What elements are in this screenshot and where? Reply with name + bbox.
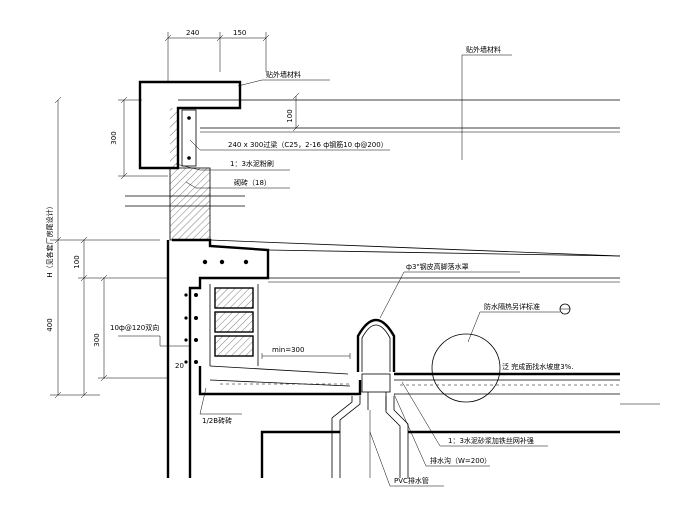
label-finish-top: 贴外墙材料 <box>466 45 501 54</box>
label-plaster: 1：3水泥粉刷 <box>230 159 274 168</box>
label-pvc: PVC排水管 <box>394 476 429 485</box>
dim-240: 240 <box>186 29 199 37</box>
dim-20: 20 <box>175 362 184 370</box>
dim-100-mid: 100 <box>73 255 81 268</box>
label-brick: 砌砖（18） <box>234 178 271 187</box>
height-label: H（见各套厂房尾设计） <box>45 202 54 277</box>
dim-100-top: 100 <box>286 109 294 122</box>
detail-callout-icon <box>559 303 571 315</box>
parapet-cap <box>138 80 242 170</box>
label-mortar: 1：3水泥砂浆加铁丝网补强 <box>448 436 534 445</box>
label-rebar-side: 10ф@120双向 <box>110 323 159 332</box>
label-half-brick: 1/2B砖砖 <box>202 416 232 425</box>
left-dimension-chain: H（见各套厂房尾设计） 300 100 400 300 20 <box>45 96 184 399</box>
dim-150: 150 <box>233 29 246 37</box>
annotations: 贴外墙材料 贴外墙材料 240 x 300过梁（C25，2-16 ф钢筋10 ф… <box>110 45 574 487</box>
gutter-structure <box>172 238 660 478</box>
dim-300-upper: 300 <box>110 131 118 144</box>
dim-400: 400 <box>46 318 54 331</box>
label-gutter: 排水沟（W=200） <box>430 456 491 465</box>
upper-roof-slab: 100 <box>178 92 620 133</box>
label-downpipe: ф3"钢皮高脚落水罩 <box>406 262 469 271</box>
label-beam: 240 x 300过梁（C25，2-16 ф钢筋10 ф@200） <box>228 140 388 149</box>
label-finish-parapet: 贴外墙材料 <box>266 70 301 79</box>
top-dimension-chain: 240 150 <box>164 29 270 82</box>
label-slope: 泛 完成面找水坡度3%. <box>502 362 574 371</box>
label-waterproof: 防水隔热另详标准 <box>484 302 540 311</box>
dim-300-lower: 300 <box>93 333 101 346</box>
label-min-300: min=300 <box>272 346 304 354</box>
brick-wall <box>125 167 245 478</box>
